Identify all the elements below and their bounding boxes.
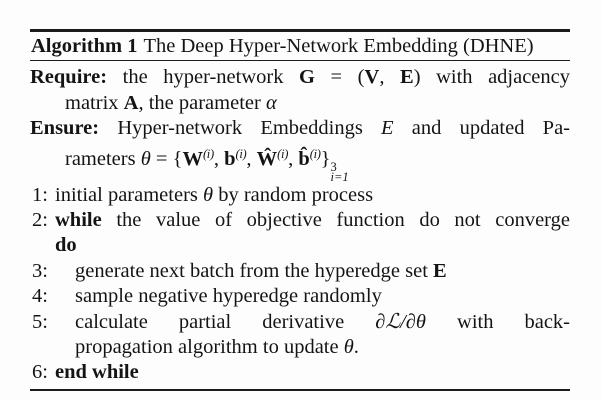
- text-segment: b: [224, 147, 236, 170]
- text-segment: ,: [246, 147, 257, 170]
- text-segment: and updated Pa-: [393, 117, 570, 140]
- text-segment: ) with adjacency: [413, 66, 571, 89]
- line-content: end while: [55, 360, 570, 385]
- text-segment: Ensure:: [30, 117, 100, 140]
- text-segment: = {: [150, 147, 183, 170]
- line-number: 4:: [32, 285, 48, 308]
- text-segment: ,: [379, 66, 400, 89]
- text-segment: E: [400, 66, 414, 89]
- text-segment: ,: [288, 147, 299, 170]
- algorithm-label: Algorithm 1: [31, 34, 138, 57]
- text-segment: initial parameters: [55, 183, 203, 206]
- text-segment: b̂: [298, 147, 310, 170]
- line-content: do: [55, 233, 570, 258]
- text-segment: W: [182, 147, 203, 170]
- text-segment: ∂ℒ/∂θ: [375, 310, 426, 333]
- text-segment: by random process: [213, 183, 374, 206]
- text-segment: generate next batch from the hyperedge s…: [75, 259, 434, 282]
- text-segment: Require:: [30, 66, 108, 89]
- text-segment: G: [299, 66, 315, 89]
- top-rule: [30, 29, 570, 32]
- text-segment: with back-: [426, 310, 570, 333]
- line-content: initial parameters θ by random process: [55, 183, 570, 208]
- text-segment: Ŵ: [256, 147, 278, 170]
- text-segment: = (: [315, 66, 365, 89]
- line-content: matrix A, the parameter α: [65, 91, 570, 116]
- text-segment: while: [55, 208, 102, 231]
- ensure-line: Ensure: Hyper-network Embeddings E and u…: [30, 116, 570, 141]
- line-number: 3:: [32, 259, 48, 282]
- line-content: calculate partial derivative ∂ℒ/∂θ with …: [55, 310, 570, 335]
- text-segment: sample negative hyperedge randomly: [75, 285, 382, 308]
- text-segment: the hyper-network: [107, 66, 300, 89]
- step-1: 1: initial parameters θ by random process: [30, 183, 570, 208]
- require-line: Require: the hyper-network G = (V, E) wi…: [30, 65, 570, 90]
- text-segment: A: [123, 91, 139, 114]
- text-segment: θ: [203, 183, 214, 206]
- superscript: 3: [330, 159, 337, 174]
- line-content: sample negative hyperedge randomly: [55, 284, 570, 309]
- require-line-continuation: matrix A, the parameter α: [30, 91, 570, 116]
- text-segment: matrix: [65, 91, 124, 114]
- line-number: 1:: [32, 183, 48, 206]
- step-5-continuation: propagation algorithm to update θ.: [30, 335, 570, 360]
- text-segment: ,: [213, 147, 225, 170]
- line-number: [30, 233, 48, 258]
- step-4: 4: sample negative hyperedge randomly: [30, 284, 570, 309]
- text-segment: θ: [140, 147, 151, 170]
- text-segment: the value of objective function do not c…: [101, 208, 570, 231]
- line-content: generate next batch from the hyperedge s…: [55, 259, 570, 284]
- text-segment: }: [320, 147, 331, 170]
- algorithm-title: The Deep Hyper-Network Embedding (DHNE): [143, 34, 534, 57]
- text-segment: E: [433, 259, 447, 282]
- text-segment: θ: [343, 335, 354, 358]
- line-content: while the value of objective function do…: [55, 208, 570, 233]
- text-segment: .: [353, 335, 359, 358]
- line-content: Require: the hyper-network G = (V, E) wi…: [30, 65, 570, 90]
- text-segment: α: [265, 91, 277, 114]
- line-content: propagation algorithm to update θ.: [55, 335, 570, 360]
- line-number: 5:: [32, 310, 48, 333]
- text-segment: V: [364, 66, 380, 89]
- text-segment: (i): [309, 146, 321, 161]
- text-segment: Hyper-network Embeddings: [99, 117, 382, 140]
- text-segment: (i): [202, 146, 214, 161]
- line-number: [30, 335, 48, 360]
- text-segment: rameters: [65, 147, 141, 170]
- text-segment: calculate partial derivative: [75, 310, 376, 333]
- step-2: 2: while the value of objective function …: [30, 208, 570, 233]
- bottom-rule: [30, 388, 570, 391]
- line-content: Ensure: Hyper-network Embeddings E and u…: [30, 116, 570, 141]
- subscript: i=1: [330, 170, 349, 185]
- text-segment: (i): [235, 146, 247, 161]
- line-number: 2:: [32, 208, 48, 231]
- text-segment: end while: [55, 361, 139, 384]
- step-2-continuation: do: [30, 233, 570, 258]
- text-segment: do: [55, 234, 77, 257]
- text-segment: propagation algorithm to update: [75, 335, 344, 358]
- step-6: 6: end while: [30, 360, 570, 385]
- algorithm-body: Require: the hyper-network G = (V, E) wi…: [30, 61, 570, 388]
- caption-rule: [30, 59, 570, 62]
- text-segment: (i): [277, 146, 289, 161]
- text-segment: , the parameter: [138, 91, 266, 114]
- step-5: 5: calculate partial derivative ∂ℒ/∂θ wit…: [30, 310, 570, 335]
- step-3: 3: generate next batch from the hyperedge…: [30, 259, 570, 284]
- text-segment: E: [381, 117, 394, 140]
- line-number: 6:: [32, 361, 48, 384]
